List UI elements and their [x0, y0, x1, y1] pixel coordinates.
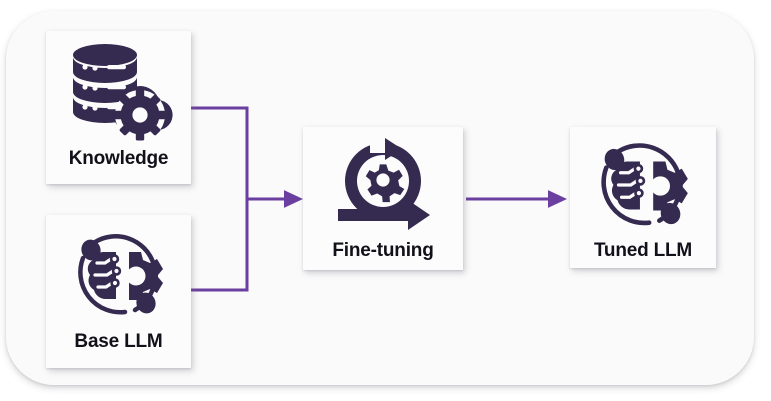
node-label-fine-tuning: Fine-tuning: [332, 240, 434, 261]
node-card-tuned-llm[interactable]: Tuned LLM: [570, 127, 716, 268]
database-stack-gear-icon: [72, 44, 173, 141]
ai-brain-gear-orbit-icon: [601, 143, 688, 226]
ai-brain-gear-orbit-icon: [77, 234, 163, 315]
node-card-knowledge[interactable]: Knowledge: [46, 31, 191, 184]
cycle-gear-arrow-icon: [338, 138, 430, 230]
node-label-knowledge: Knowledge: [68, 148, 169, 169]
node-card-base-llm[interactable]: Base LLM: [46, 215, 191, 368]
node-card-fine-tuning[interactable]: Fine-tuning: [303, 127, 463, 270]
node-label-tuned-llm: Tuned LLM: [593, 240, 693, 261]
node-label-base-llm: Base LLM: [74, 331, 163, 352]
